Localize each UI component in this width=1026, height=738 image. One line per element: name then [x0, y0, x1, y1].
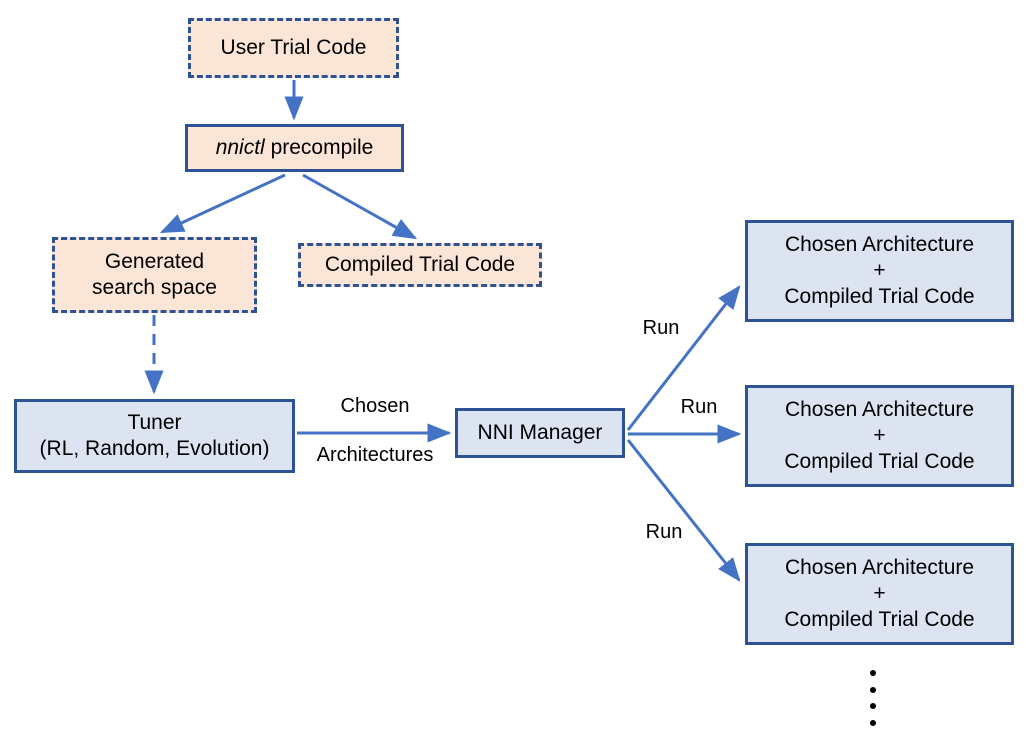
node-nnictl-precompile[interactable]: nnictl precompile: [185, 124, 404, 172]
arrow-nnimanager-to-trial3: [626, 439, 741, 582]
arrow-nnictl-to-searchspace: [159, 173, 286, 234]
node-trial-1-line3: Compiled Trial Code: [784, 285, 975, 309]
node-trial-1-line1: Chosen Architecture: [784, 232, 975, 256]
node-trial-3-line1: Chosen Architecture: [784, 555, 975, 579]
node-tuner-line1: Tuner: [127, 410, 182, 434]
edge-label-chosen-architectures: Chosen Architectures: [305, 370, 445, 492]
ellipsis-dot: [870, 703, 876, 710]
edge-label-run-1: Run: [642, 317, 680, 339]
node-trial-3[interactable]: Chosen Architecture + Compiled Trial Cod…: [745, 543, 1014, 645]
vertical-ellipsis-icon: [869, 670, 877, 726]
node-trial-1-line2: +: [873, 258, 886, 282]
node-generated-search-space-line1: Generated: [104, 249, 205, 273]
node-trial-2-line1: Chosen Architecture: [784, 397, 975, 421]
precompile-text: precompile: [264, 135, 374, 159]
node-nnictl-precompile-label: nnictl precompile: [216, 135, 374, 161]
edge-label-run-2: Run: [680, 396, 718, 418]
node-generated-search-space[interactable]: Generated search space: [52, 237, 257, 313]
node-trial-2-line2: +: [873, 423, 886, 447]
node-tuner-line2: (RL, Random, Evolution): [39, 437, 270, 460]
ellipsis-dot: [870, 686, 876, 693]
node-trial-2[interactable]: Chosen Architecture + Compiled Trial Cod…: [745, 385, 1014, 487]
node-nni-manager-label: NNI Manager: [477, 420, 603, 444]
ellipsis-dot: [870, 670, 876, 676]
node-nni-manager[interactable]: NNI Manager: [455, 408, 625, 458]
arrow-nnictl-to-compiledcode: [302, 173, 418, 240]
edge-label-chosen-architectures-line1: Chosen: [340, 395, 410, 418]
node-compiled-trial-code[interactable]: Compiled Trial Code: [298, 243, 542, 287]
node-trial-3-line3: Compiled Trial Code: [784, 608, 975, 632]
nnictl-italic-text: nnictl: [215, 135, 265, 159]
node-trial-2-line3: Compiled Trial Code: [784, 450, 975, 474]
edge-label-run-3: Run: [645, 521, 683, 543]
node-generated-search-space-line2: search space: [92, 276, 217, 299]
node-user-trial-code-label: User Trial Code: [220, 35, 367, 59]
node-user-trial-code[interactable]: User Trial Code: [188, 18, 399, 78]
node-compiled-trial-code-label: Compiled Trial Code: [324, 252, 516, 276]
node-trial-1[interactable]: Chosen Architecture + Compiled Trial Cod…: [745, 220, 1014, 322]
node-tuner[interactable]: Tuner (RL, Random, Evolution): [14, 399, 295, 473]
ellipsis-dot: [870, 719, 876, 726]
edge-label-chosen-architectures-line2: Architectures: [316, 444, 434, 467]
node-trial-3-line2: +: [873, 581, 886, 605]
